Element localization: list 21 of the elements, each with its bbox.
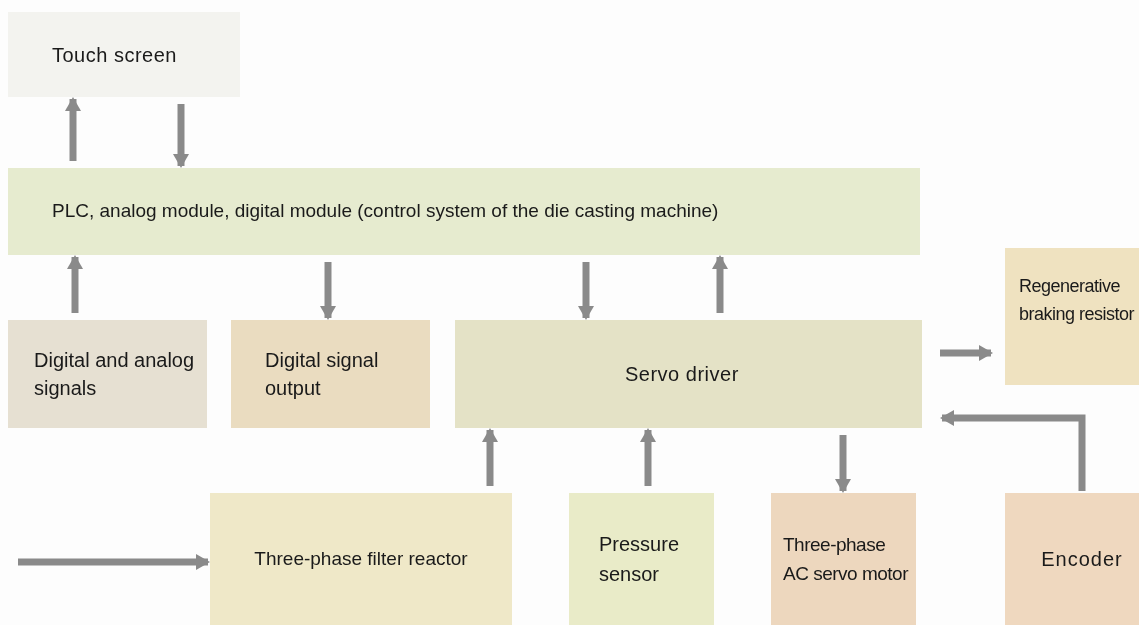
block-label: Regenerative braking resistor <box>1019 275 1136 326</box>
block-box <box>1005 248 1139 385</box>
block-label: Servo driver <box>625 362 739 387</box>
block-label: PLC, analog module, digital module (control system of the die casting machine) <box>52 199 719 224</box>
block-box <box>455 320 922 428</box>
block-label: Digital and analog signals <box>34 348 196 401</box>
block-label: Three-phase AC servo motor <box>783 533 908 586</box>
block-box <box>771 493 916 625</box>
block-box <box>1005 493 1139 625</box>
block-label: Touch screen <box>52 42 177 68</box>
block-label: Digital signal output <box>265 348 380 401</box>
block-label: Encoder <box>1041 547 1123 572</box>
block-label: Pressure sensor <box>599 532 681 587</box>
block-box <box>231 320 430 428</box>
block-label: Three-phase filter reactor <box>254 546 468 571</box>
block-box <box>8 320 207 428</box>
block-box <box>210 493 512 625</box>
arrow <box>940 410 1086 491</box>
block-box <box>8 12 240 97</box>
block-box <box>8 168 920 255</box>
block-box <box>569 493 714 625</box>
